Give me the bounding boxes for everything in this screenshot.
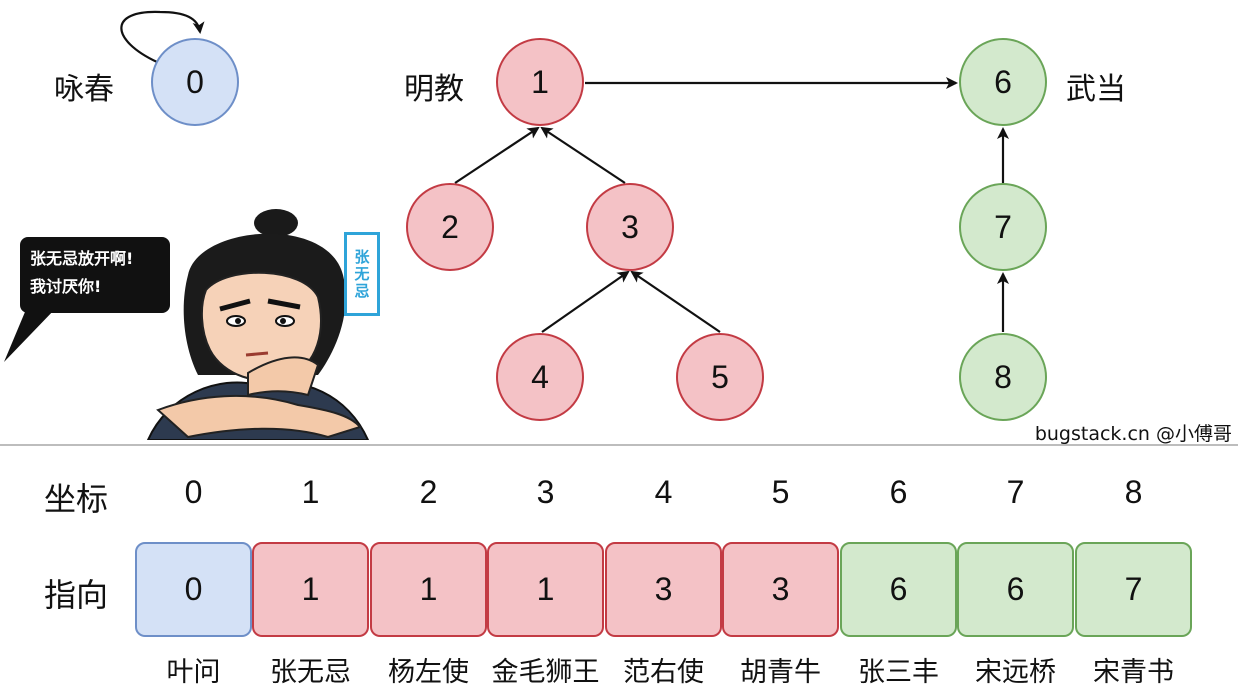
index-5: 5: [771, 474, 790, 510]
speech-line-1: 张无忌放开啊!: [30, 249, 134, 268]
index-0: 0: [184, 474, 203, 510]
name-2: 杨左使: [388, 657, 469, 688]
index-row-label: 坐标: [44, 480, 109, 518]
name-tag: 张无忌: [344, 232, 380, 316]
node-6: 6: [959, 38, 1047, 126]
node-4: 4: [496, 333, 584, 421]
name-5: 胡青牛: [740, 657, 821, 688]
index-2: 2: [419, 474, 438, 510]
speech-bubble-tail: [4, 300, 56, 362]
node-8: 8: [959, 333, 1047, 421]
name-3: 金毛狮王: [491, 657, 600, 688]
index-4: 4: [654, 474, 673, 510]
parent-cell-5: 3: [722, 542, 839, 637]
section-divider: [0, 444, 1238, 446]
edge-0-0: [120, 10, 205, 63]
edge-5-3: [630, 270, 721, 333]
graph-edges: [120, 10, 1009, 333]
character-drawing: [146, 209, 370, 440]
label-wudang: 武当: [1066, 72, 1126, 107]
parent-cell-7: 6: [957, 542, 1074, 637]
node-0: 0: [151, 38, 239, 126]
edge-2-1: [454, 126, 540, 184]
parent-cell-2: 1: [370, 542, 487, 637]
parent-cell-1: 1: [252, 542, 369, 637]
name-4: 范右使: [623, 657, 704, 688]
parent-cell-4: 3: [605, 542, 722, 637]
edge-3-1: [540, 126, 626, 184]
name-7: 宋远桥: [975, 657, 1056, 688]
speech-bubble: 张无忌放开啊! 我讨厌你!: [20, 237, 170, 313]
name-6: 张三丰: [858, 657, 939, 688]
label-wingchun: 咏春: [54, 72, 114, 107]
index-3: 3: [536, 474, 555, 510]
parent-cell-3: 1: [487, 542, 604, 637]
index-6: 6: [889, 474, 908, 510]
name-8: 宋青书: [1093, 657, 1174, 688]
parent-cell-0: 0: [135, 542, 252, 637]
name-1: 张无忌: [270, 657, 351, 688]
node-5: 5: [676, 333, 764, 421]
edge-4-3: [541, 270, 630, 333]
parent-row-label: 指向: [44, 576, 109, 614]
label-mingjiao: 明教: [404, 72, 464, 107]
speech-line-2: 我讨厌你!: [30, 277, 102, 296]
node-2: 2: [406, 183, 494, 271]
index-1: 1: [301, 474, 320, 510]
node-3: 3: [586, 183, 674, 271]
node-7: 7: [959, 183, 1047, 271]
parent-cell-8: 7: [1075, 542, 1192, 637]
index-8: 8: [1124, 474, 1143, 510]
node-1: 1: [496, 38, 584, 126]
parent-cell-6: 6: [840, 542, 957, 637]
watermark: bugstack.cn @小傅哥: [1034, 423, 1232, 445]
name-0: 叶问: [166, 657, 221, 688]
index-7: 7: [1006, 474, 1025, 510]
